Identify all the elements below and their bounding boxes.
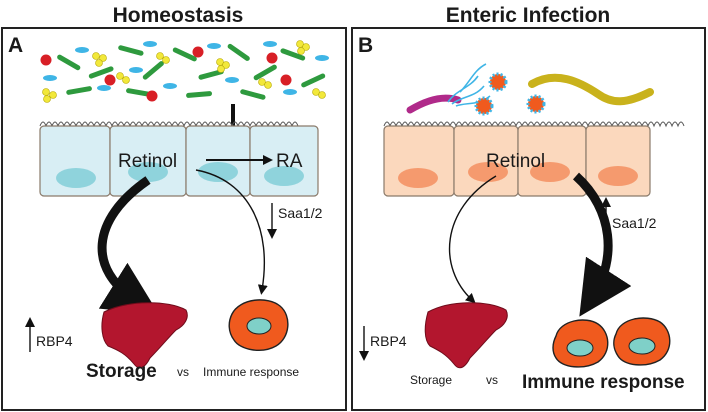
liver-b bbox=[424, 302, 508, 369]
nucleus-b3 bbox=[530, 162, 570, 182]
nucleus-a4 bbox=[264, 166, 304, 186]
immune-cell-b2-nucleus bbox=[628, 337, 656, 355]
nucleus-a3 bbox=[198, 162, 238, 182]
rbp4-label-a: RBP4 bbox=[36, 333, 73, 349]
nucleus-a1 bbox=[56, 168, 96, 188]
nucleus-b4 bbox=[598, 166, 638, 186]
liver-a bbox=[101, 302, 188, 369]
immune-cell-a-nucleus bbox=[246, 317, 272, 335]
saa-label-a: Saa1/2 bbox=[278, 205, 323, 221]
green-rod-bacteria bbox=[57, 43, 326, 100]
storage-arrow-thick-a bbox=[97, 176, 159, 315]
panel-b-title: Enteric Infection bbox=[446, 4, 611, 27]
virus-particles bbox=[474, 72, 546, 116]
immune-arrow-thick-b bbox=[572, 172, 632, 317]
retinol-label-a: Retinol bbox=[118, 151, 177, 172]
microvilli-a bbox=[39, 121, 299, 128]
yellow-worm bbox=[528, 73, 654, 106]
vs-label-a: vs bbox=[177, 365, 189, 379]
panel-a-frame bbox=[1, 27, 347, 411]
panel-b-letter: B bbox=[358, 34, 373, 57]
microbiota-cluster bbox=[40, 40, 329, 103]
immune-cell-b1-nucleus bbox=[566, 339, 594, 357]
ra-label: RA bbox=[276, 151, 303, 172]
vs-label-b: vs bbox=[486, 373, 498, 387]
panel-b-frame bbox=[351, 27, 706, 411]
rbp4-label-b: RBP4 bbox=[370, 333, 407, 349]
panel-a-title: Homeostasis bbox=[113, 4, 244, 27]
immune-arrow-thin-a bbox=[195, 169, 268, 295]
magenta-bacterium bbox=[406, 94, 462, 114]
blue-oval-bacteria bbox=[43, 41, 329, 95]
yellow-cocci-bacteria bbox=[42, 40, 326, 103]
red-round-bacteria bbox=[40, 46, 292, 102]
pathogens bbox=[406, 63, 654, 116]
immune-response-label-a: Immune response bbox=[203, 365, 299, 379]
saa-label-b: Saa1/2 bbox=[612, 215, 657, 231]
nucleus-b1 bbox=[398, 168, 438, 188]
panel-a-letter: A bbox=[8, 34, 23, 57]
nucleus-b2 bbox=[468, 162, 508, 182]
epithelium-b bbox=[383, 121, 685, 197]
storage-arrow-thin-b bbox=[448, 175, 497, 304]
nucleus-a2 bbox=[128, 162, 168, 182]
storage-label-b: Storage bbox=[410, 373, 452, 387]
immune-response-label-b: Immune response bbox=[522, 372, 685, 393]
storage-label-a: Storage bbox=[86, 361, 157, 382]
retinol-label-b: Retinol bbox=[486, 151, 545, 172]
